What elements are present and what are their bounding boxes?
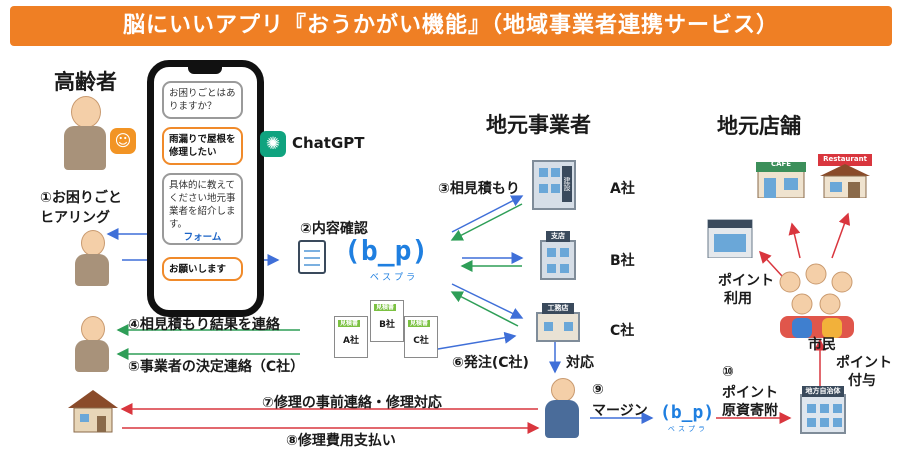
point-grant-label-1: ポイント [836,355,892,371]
step-9-number: ⑨ [592,382,604,398]
step-7-label: ⑦修理の事前連絡・修理対応 [262,395,442,411]
chat-bubble-guide: 具体的に教えてください地元事業者を紹介します。 フォーム [162,173,243,245]
quote-doc-c-title: 見積書 [408,320,430,327]
company-c-building: 工務店 [536,303,580,342]
citizens-crowd-illustration [772,260,862,340]
bp-logo-main: (b_p) [344,234,429,267]
local-shops-heading: 地元店舗 [717,114,801,138]
title-banner: 脳にいいアプリ『おうかがい機能』（地域事業者連携サービス） [10,6,892,46]
bp-logo-small: (b_p) [660,402,715,423]
cafe-shop: CAFE [756,158,806,199]
quote-doc-a: 見積書 A社 [334,316,368,358]
step-6-response-label: 対応 [566,355,594,371]
bp-logo-main-sub: ベスプラ [369,273,419,283]
company-b-sign: 支店 [546,231,570,242]
house-illustration [66,388,120,434]
elderly-heading: 高齢者 [54,70,117,94]
company-c-sign: 工務店 [542,303,574,314]
point-use-label-2: 利用 [724,291,752,307]
local-business-heading: 地元事業者 [486,113,591,137]
quote-doc-a-label: A社 [343,336,359,346]
chat-bubble-guide-text: 具体的に教えてください地元事業者を紹介します。 [169,180,236,230]
step-10-number: ⑩ [722,364,734,380]
quote-doc-c: 見積書 C社 [404,316,438,358]
step-2-label: ②内容確認 [300,221,368,237]
elderly-person-small-2 [72,314,112,374]
form-link[interactable]: フォーム [183,232,222,243]
chat-bubble-question: お困りごとはありますか？ [162,81,243,119]
smartphone: お困りごとはありますか？ 雨漏りで屋根を修理したい 具体的に教えてください地元事… [147,60,264,317]
elderly-person-illustration [60,92,110,172]
page-title: 脳にいいアプリ『おうかがい機能』（地域事業者連携サービス） [122,13,779,38]
chat-bubble-confirm: お願いします [162,257,243,281]
point-use-label-1: ポイント [718,273,774,289]
phone-notch [188,65,222,74]
company-c-label: C社 [610,323,635,339]
step-5-label: ⑤事業者の決定連絡（C社） [128,359,305,375]
local-store-shop [706,212,754,259]
step-6-label: ⑥発注(C社) [452,355,529,371]
chatgpt-label: ChatGPT [292,134,365,152]
bp-logo-small-sub: ベスプラ [667,425,709,433]
quote-doc-a-title: 見積書 [338,320,360,327]
step-10-label-1: ポイント [722,385,778,401]
company-a-sign: 建設 [562,166,572,202]
company-a-building: 建設 [532,160,576,210]
chatgpt-icon: ✺ [260,131,286,157]
clipboard-icon [298,240,326,274]
quote-doc-b-label: B社 [379,320,395,330]
quote-doc-b: 見積書 B社 [370,300,404,342]
citizens-label: 市民 [808,337,836,353]
company-b-building: 支店 [540,231,576,280]
step-10-label-2: 原資寄附 [722,403,778,419]
step-3-label: ③相見積もり [438,181,520,197]
company-b-label: B社 [610,253,635,269]
city-hall-building: 地方自治体 [800,386,846,434]
point-grant-label-2: 付与 [848,373,876,389]
worker-illustration [540,376,584,440]
elderly-person-small-1 [72,228,112,288]
step-9-label: マージン [592,403,648,419]
app-icon: ☺ [110,128,136,154]
restaurant-shop: Restaurant [818,150,872,199]
chat-bubble-request: 雨漏りで屋根を修理したい [162,127,243,165]
step-1-label: ①お困りごと ヒアリング [40,190,122,226]
restaurant-sign: Restaurant [823,155,867,163]
cafe-sign: CAFE [770,160,792,168]
city-hall-sign: 地方自治体 [802,386,844,397]
company-a-label: A社 [610,181,635,197]
step-4-label: ④相見積もり結果を連絡 [128,317,280,333]
quote-doc-b-title: 見積書 [374,304,396,311]
step-8-label: ⑧修理費用支払い [286,433,396,449]
quote-doc-c-label: C社 [413,336,429,346]
